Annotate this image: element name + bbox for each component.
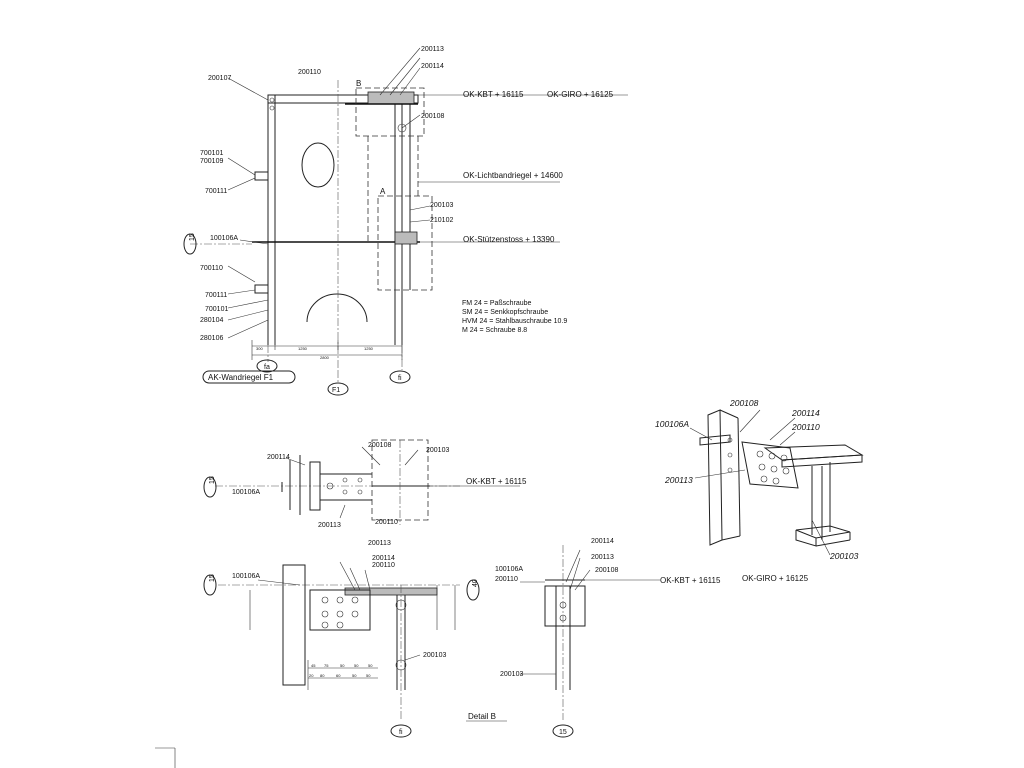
- level-label: OK-Stützenstoss + 13390: [463, 235, 555, 244]
- svg-text:fi: fi: [399, 729, 403, 736]
- axis-marker-15: 15: [203, 476, 217, 498]
- part-label: 200113: [318, 522, 341, 529]
- section-view: [218, 561, 460, 720]
- svg-text:AK-Wandriegel F1: AK-Wandriegel F1: [208, 373, 274, 382]
- part-label: 200103: [500, 671, 523, 678]
- dimension-label: 1250: [364, 346, 374, 351]
- part-label: 200113: [368, 540, 391, 547]
- part-label: 200110: [372, 562, 395, 569]
- dimension-label: 300: [256, 346, 263, 351]
- part-label: 280106: [200, 335, 223, 342]
- dimension-label: 2800: [320, 355, 330, 360]
- side-view: [520, 545, 660, 720]
- part-label: 100106A: [232, 573, 260, 580]
- part-label: 200108: [595, 567, 618, 574]
- view-title: AK-Wandriegel F1: [202, 370, 296, 384]
- part-label: 210102: [430, 217, 453, 224]
- dimension-label: 50: [340, 663, 345, 668]
- svg-text:Detail B: Detail B: [468, 712, 496, 721]
- plan-view: [215, 439, 520, 525]
- part-label: 200103: [423, 652, 446, 659]
- axis-marker-fi: fi: [389, 370, 411, 384]
- part-label: 200110: [791, 422, 820, 432]
- dimension-label: 45: [311, 663, 316, 668]
- part-label: 700110: [200, 265, 223, 272]
- detail-title: Detail B: [466, 712, 507, 722]
- svg-text:15: 15: [209, 476, 216, 484]
- detail-marker-b: B: [356, 79, 361, 88]
- part-label: 200110: [298, 69, 321, 76]
- part-label: 700101: [205, 306, 228, 313]
- part-label: 200103: [426, 447, 449, 454]
- part-label: 200108: [421, 113, 444, 120]
- level-label: OK-GIRO + 16125: [742, 574, 809, 583]
- dimension-label: 1250: [298, 346, 308, 351]
- part-label: 100106A: [495, 566, 523, 573]
- part-label: 200108: [368, 442, 391, 449]
- svg-text:15: 15: [189, 233, 196, 241]
- axis-marker-fa: fa: [256, 359, 278, 373]
- dimension-label: 80: [320, 673, 325, 678]
- part-label: 200113: [421, 46, 444, 53]
- part-label: 700101: [200, 150, 223, 157]
- dimension-label: 50: [368, 663, 373, 668]
- part-label: 200103: [829, 551, 859, 561]
- svg-text:fa: fa: [264, 364, 270, 371]
- level-label: OK-KBT + 16115: [466, 477, 527, 486]
- part-label: 700111: [205, 292, 227, 299]
- dimension-label: 60: [336, 673, 341, 678]
- isometric-view: [689, 409, 864, 556]
- axis-marker-40: 40: [466, 579, 480, 601]
- svg-text:15: 15: [209, 574, 216, 582]
- axis-marker-15: 15: [183, 233, 197, 255]
- detail-marker-a: A: [380, 187, 386, 196]
- part-label: 200107: [208, 75, 231, 82]
- part-label: 200114: [421, 63, 444, 70]
- axis-marker-f1: F1: [327, 382, 349, 396]
- level-label: OK-KBT + 16115: [463, 90, 524, 99]
- part-label: 200114: [267, 454, 290, 461]
- level-label: OK-GIRO + 16125: [547, 90, 614, 99]
- dimension-label: 20: [309, 673, 314, 678]
- part-label: 200110: [495, 576, 518, 583]
- part-label: 200108: [729, 398, 759, 408]
- legend-line: M 24 = Schraube 8.8: [462, 327, 527, 334]
- svg-text:F1: F1: [332, 387, 340, 394]
- part-label: 200114: [791, 408, 820, 418]
- axis-marker-15: 15: [552, 724, 574, 738]
- dimension-label: 50: [352, 673, 357, 678]
- axis-marker-fi: fi: [390, 724, 412, 738]
- dimension-label: 50: [354, 663, 359, 668]
- axis-marker-15: 15: [203, 574, 217, 596]
- part-label: 200110: [375, 519, 398, 526]
- part-label: 200114: [372, 555, 395, 562]
- part-label: 100106A: [655, 419, 689, 429]
- level-label: OK-KBT + 16115: [660, 576, 721, 585]
- part-label: 200113: [664, 475, 693, 485]
- dimension-label: 75: [324, 663, 329, 668]
- part-label: 200113: [591, 554, 614, 561]
- part-label: 700109: [200, 158, 223, 165]
- svg-text:40: 40: [472, 579, 479, 587]
- dimension-label: 50: [366, 673, 371, 678]
- level-label: OK-Lichtbandriegel + 14600: [463, 171, 563, 180]
- legend-line: SM 24 = Senkkopfschraube: [462, 309, 548, 316]
- oval-opening: [301, 142, 335, 188]
- part-label: 100106A: [232, 489, 260, 496]
- semicircle-opening: [306, 293, 368, 323]
- part-label: 700111: [205, 188, 227, 195]
- part-label: 100106A: [210, 235, 238, 242]
- elevation-view: [190, 47, 628, 382]
- part-label: 200114: [591, 538, 614, 545]
- legend-line: FM 24 = Paßschraube: [462, 300, 532, 307]
- part-label: 200103: [430, 202, 453, 209]
- svg-text:fi: fi: [398, 375, 402, 382]
- part-label: 280104: [200, 317, 223, 324]
- legend-line: HVM 24 = Stahlbauschraube 10.9: [462, 318, 567, 325]
- svg-text:15: 15: [559, 729, 567, 736]
